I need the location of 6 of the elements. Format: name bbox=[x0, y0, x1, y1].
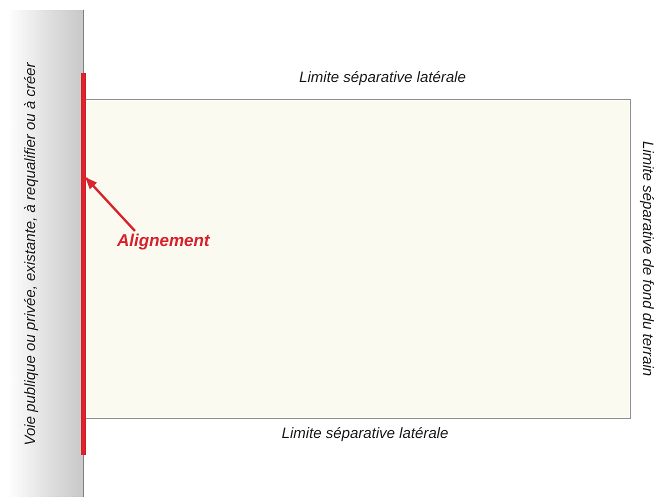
rear-boundary-label: Limite séparative de fond du terrain bbox=[639, 140, 656, 379]
alignment-label: Alignement bbox=[117, 231, 217, 253]
lot-boundary-label: Limite séparative latérale bbox=[280, 425, 450, 442]
road-label: Voie publique ou privée, existante, à requalifier ou à créer bbox=[22, 62, 39, 445]
leader-arrow bbox=[85, 177, 136, 232]
lot-boundary-label: Limite séparative latérale bbox=[298, 69, 467, 86]
